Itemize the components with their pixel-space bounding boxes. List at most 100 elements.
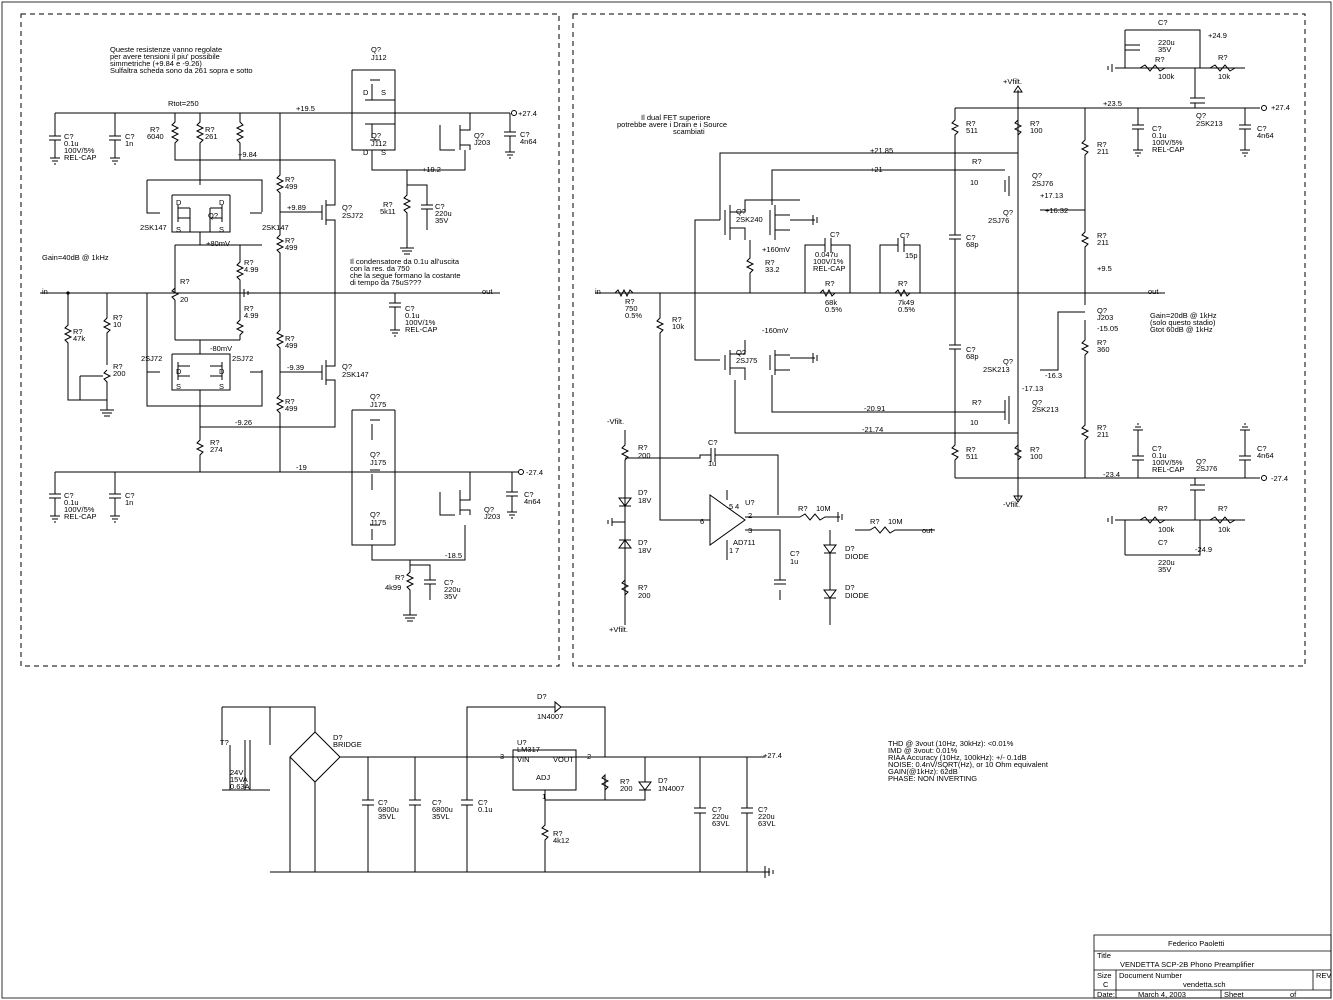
- servo-d2-val: DIODE: [845, 591, 869, 600]
- j175b-ref: Q?: [370, 450, 380, 459]
- c4n64a-ref: C?: [520, 130, 530, 139]
- node-m80mv: -80mV: [210, 344, 232, 353]
- servo-c1u-ref: C?: [708, 438, 718, 447]
- cap-bot1-symbol: [49, 472, 61, 523]
- node-m249: -24.9: [1195, 545, 1212, 554]
- s2-r10ka-ref: R?: [1218, 53, 1228, 62]
- r511b-ref: R?: [966, 445, 976, 454]
- stage1-note-line4: Sulfaltra scheda sono da 261 sopra e sot…: [110, 66, 253, 75]
- dualfet-2sj72-symbol: [146, 293, 263, 407]
- q2sk147-ref: Q?: [208, 211, 218, 220]
- r332-val: 33.2: [765, 265, 780, 274]
- stage2-note-1: Il dual FET superiore: [641, 113, 710, 122]
- s2-r10kb-ref: R?: [1218, 504, 1228, 513]
- stage2-box: [572, 13, 1306, 667]
- node-p195: +19.5: [296, 104, 315, 113]
- cap-top2-ref: C?: [125, 132, 135, 141]
- s2-c01a-type: REL-CAP: [1152, 145, 1185, 154]
- s2-r10kb-val: 10k: [1218, 525, 1230, 534]
- tb-docnum-label: Document Number: [1119, 971, 1182, 980]
- opamp-ad711: [700, 490, 800, 585]
- s2-cap-4n64a: [1239, 108, 1251, 157]
- s2-cap-4n64b: [1239, 423, 1251, 478]
- servo-d1-val: DIODE: [845, 552, 869, 561]
- q2sk213b-ref: Q?: [1032, 398, 1042, 407]
- tb-grid: [1094, 950, 1331, 998]
- c68pa-ref: C?: [966, 233, 976, 242]
- s2-r100kb-val: 100k: [1158, 525, 1175, 534]
- stage2-note-2: potrebbe avere i Drain e i Source: [617, 120, 727, 129]
- q2sj76a-val: 2SJ76: [1032, 179, 1053, 188]
- servo-cap-feedback: [625, 448, 779, 515]
- cap-bot2-symbol: [109, 472, 121, 523]
- q2sj76b-ref: Q?: [1003, 208, 1013, 217]
- r20-ref: R?: [180, 277, 190, 286]
- servo-r10mb-val: 10M: [888, 517, 903, 526]
- q2sk213c-val: 2SK213: [1196, 119, 1223, 128]
- node-p80mv: +80mV: [206, 239, 230, 248]
- cap-bot1-type: REL-CAP: [64, 512, 97, 521]
- node-m1505: -15.05: [1097, 324, 1118, 333]
- s2-c01b-v: 100V/5%: [1152, 458, 1183, 467]
- res-261-symbol: [195, 113, 205, 185]
- node-p95: +9.5: [1097, 264, 1112, 273]
- d1n4007b-ref: D?: [658, 776, 668, 785]
- c6800a-v: 35VL: [378, 812, 396, 821]
- r100a-val: 100: [1030, 126, 1043, 135]
- tb-title: VENDETTA SCP-2B Phono Preamplifier: [1120, 960, 1255, 969]
- cap-top2-val: 1n: [125, 139, 133, 148]
- spec-noise: NOISE: 0.4nV/SQRT(Hz), or 10 Ohm equival…: [888, 760, 1049, 769]
- pin-4: 4: [735, 502, 739, 511]
- stage1-in-label: in: [42, 287, 48, 296]
- dc-servo: -Vfilt. +Vfilt. R? 200 R? 200 D? 18V D? …: [607, 417, 935, 634]
- reg-vout: VOUT: [553, 755, 574, 764]
- opamp-ref: U?: [745, 498, 755, 507]
- s2-c220b-val: 220u: [1158, 558, 1175, 567]
- s2-cap-01a: [1132, 108, 1144, 157]
- stage1-note-line1: Queste resistenze vanno regolate: [110, 45, 222, 54]
- cap-top2-symbol: [109, 113, 121, 165]
- node-m1713: -17.13: [1022, 384, 1043, 393]
- stage2-grounds: [790, 215, 818, 363]
- r511a-val: 511: [966, 126, 978, 135]
- q2sj75-val: 2SJ75: [736, 356, 757, 365]
- qj203-ref: Q?: [1097, 306, 1107, 315]
- r750-symbol: [614, 288, 634, 298]
- cout-val: 0.1u: [405, 311, 420, 320]
- stage2-in: in: [595, 287, 601, 296]
- pin-3: 3: [748, 526, 752, 535]
- c220a-val: 220u: [435, 209, 452, 218]
- r211c-val: 211: [1097, 430, 1109, 439]
- r211b-val: 211: [1097, 238, 1109, 247]
- r274-val: 274: [210, 445, 223, 454]
- node-p192: +19.2: [422, 165, 441, 174]
- stage1-note-line3: simmetriche (+9.84 e -9.26): [110, 59, 202, 68]
- r10b-val: 10: [970, 418, 978, 427]
- r68k-ref: R?: [825, 279, 835, 288]
- reg-pin3: 3: [500, 752, 504, 761]
- r499f-ref: R?: [244, 304, 254, 313]
- j175a-ref: Q?: [370, 392, 380, 401]
- qj203-val: J203: [1097, 313, 1113, 322]
- s2-c01a-val: 0.1u: [1152, 131, 1167, 140]
- s2-neg-term: [1261, 475, 1267, 481]
- s2-c220b-v: 35V: [1158, 565, 1171, 574]
- servo-r200a-val: 200: [638, 451, 651, 460]
- r100-pair: [1013, 108, 1023, 461]
- riaa-caps: [804, 238, 921, 293]
- bias-network: [371, 150, 466, 255]
- spec-riaa: RIAA Accuracy (10Hz, 100kHz): +/- 0.1dB: [888, 753, 1027, 762]
- r10-val: 10: [113, 320, 121, 329]
- psu-r200-val: 200: [620, 784, 633, 793]
- s2-r100ka-val: 100k: [1158, 72, 1175, 81]
- s2-r10ka-val: 10k: [1218, 72, 1230, 81]
- s2-bot-filter: [1107, 478, 1245, 556]
- psu-c220b-ref: C?: [758, 805, 768, 814]
- c68pb-val: 68p: [966, 352, 979, 361]
- r360-val: 360: [1097, 345, 1110, 354]
- stage2-gain-3: Gtot 60dB @ 1kHz: [1150, 325, 1213, 334]
- specs-block: THD @ 3vout (10Hz, 30kHz): <0.01% IMD @ …: [888, 739, 1049, 783]
- s2-c220a-val: 220u: [1158, 38, 1175, 47]
- r47k-val: 47k: [73, 334, 85, 343]
- c15p-ref: C?: [900, 231, 910, 240]
